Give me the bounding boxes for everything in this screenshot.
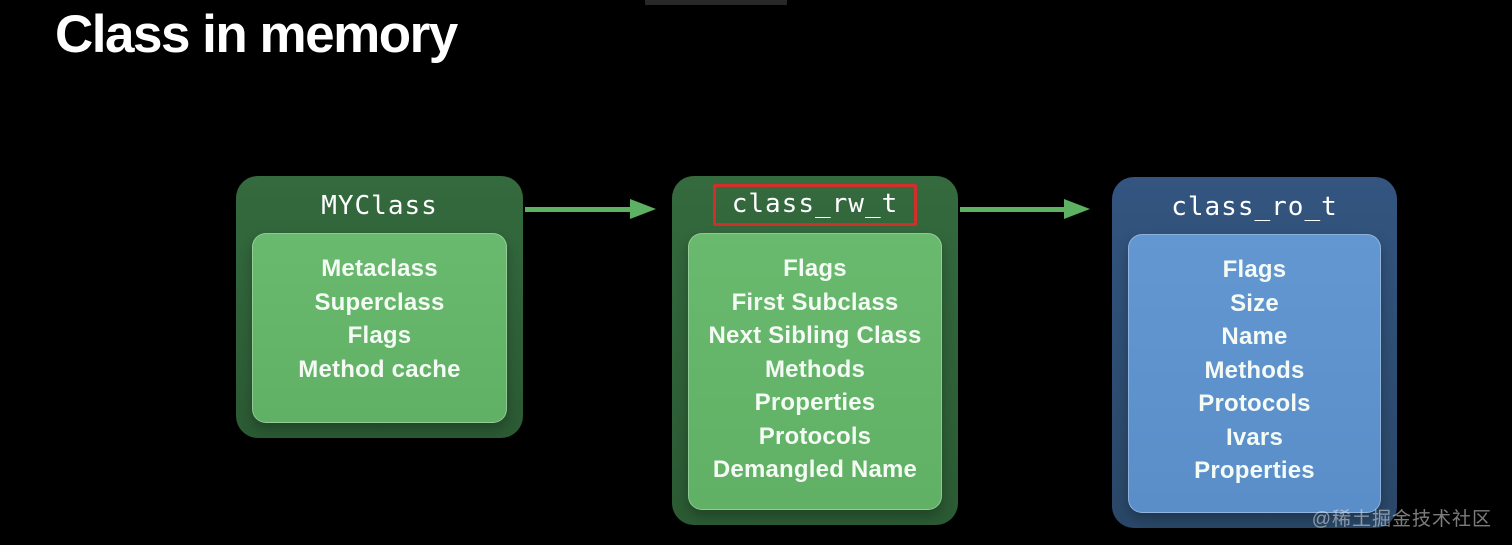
field-item: Size [1230, 289, 1279, 317]
field-item: Superclass [314, 288, 445, 316]
field-item: Demangled Name [712, 456, 918, 483]
box-header: class_ro_t [1112, 177, 1397, 234]
field-item: Properties [754, 389, 876, 416]
box-header: MYClass [236, 176, 523, 233]
box-header: class_rw_t [672, 176, 958, 233]
field-item: Ivars [1225, 423, 1284, 451]
field-item: Next Sibling Class [708, 322, 922, 349]
box-title-class-rw-t-highlight-outline: class_rw_t [712, 184, 918, 226]
connector-arrow-rw-to-ro [960, 199, 1090, 219]
field-item: Flags [1222, 256, 1287, 283]
arrow-head-icon [1064, 199, 1090, 219]
field-item: Protocols [1198, 390, 1311, 417]
connector-arrow-myclass-to-rw [525, 199, 656, 219]
field-item: First Subclass [731, 288, 899, 316]
field-item: Metaclass [321, 255, 438, 282]
field-item: Flags [347, 322, 412, 349]
box-title-class-ro-t: class_ro_t [1171, 192, 1338, 222]
field-item: Name [1221, 323, 1288, 350]
field-item: Method cache [298, 355, 461, 383]
field-item: Methods [764, 355, 866, 383]
field-item: Protocols [758, 422, 872, 450]
arrow-head-icon [630, 199, 656, 219]
watermark: @稀土掘金技术社区 [1311, 509, 1492, 530]
field-item: Flags [783, 255, 847, 282]
field-item: Methods [1204, 356, 1305, 384]
box-title-myclass: MYClass [321, 191, 438, 221]
arrow-shaft [525, 206, 633, 212]
arrow-shaft [960, 206, 1067, 212]
top-edge-strip [645, 0, 787, 5]
field-item: Properties [1194, 457, 1315, 484]
page-title: Class in memory [55, 5, 458, 64]
